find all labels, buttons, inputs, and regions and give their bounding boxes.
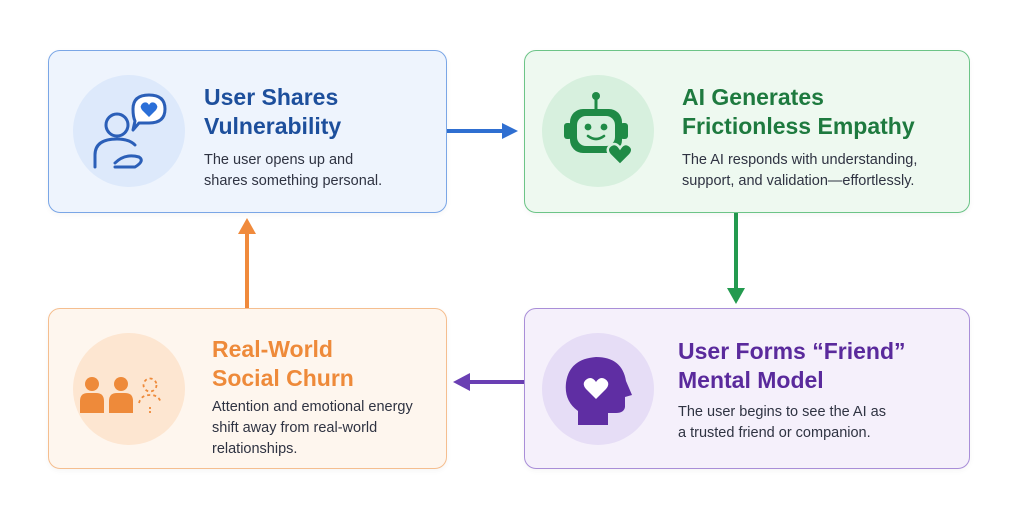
arrow-step2-to-step3 (727, 213, 745, 304)
step-title-line: User Forms “Friend” (678, 338, 906, 364)
step-title-line: Vulnerability (204, 113, 342, 139)
arrow-step4-to-step1 (238, 218, 256, 308)
step-description-line: The user begins to see the AI as (678, 404, 886, 420)
step-title: User Forms “Friend” Mental Model (678, 337, 906, 395)
people-fading-icon (80, 377, 162, 414)
step-description-line: The user opens up and (204, 152, 354, 168)
step-description: The AI responds with understanding, supp… (682, 150, 917, 192)
step-description: The user opens up and shares something p… (204, 150, 382, 192)
robot-heart-icon (564, 92, 634, 167)
icon-badge (542, 75, 654, 187)
head-heart-icon (565, 357, 632, 425)
step-description-line: shift away from real-world (212, 420, 378, 436)
step-title-line: Real-World (212, 336, 333, 362)
step-description-line: a trusted friend or companion. (678, 425, 871, 441)
step-title-line: Mental Model (678, 367, 824, 393)
step-description-line: shares something personal. (204, 173, 383, 189)
step-card-user-forms-friend-model: User Forms “Friend” Mental Model The use… (524, 308, 970, 469)
step-description: Attention and emotional energy shift awa… (212, 397, 413, 460)
arrow-step3-to-step4 (453, 373, 524, 391)
step-title-line: User Shares (204, 84, 339, 110)
step-title-line: Social Churn (212, 365, 354, 391)
step-card-user-shares-vulnerability: User Shares Vulnerability The user opens… (48, 50, 447, 213)
icon-badge (542, 333, 654, 445)
step-description-line: Attention and emotional energy (212, 399, 413, 415)
person-speech-heart-icon (93, 93, 167, 169)
arrow-step1-to-step2 (447, 123, 518, 139)
step-title-line: Frictionless Empathy (682, 113, 915, 139)
step-card-real-world-social-churn: Real-World Social Churn Attention and em… (48, 308, 447, 469)
icon-badge (73, 75, 185, 187)
step-description: The user begins to see the AI as a trust… (678, 402, 886, 444)
step-description-line: relationships. (212, 441, 298, 457)
step-title-line: AI Generates (682, 84, 824, 110)
step-description-line: support, and validation—effortlessly. (682, 173, 915, 189)
step-title: User Shares Vulnerability (204, 83, 341, 141)
step-description-line: The AI responds with understanding, (682, 152, 918, 168)
step-card-ai-generates-empathy: AI Generates Frictionless Empathy The AI… (524, 50, 970, 213)
step-title: Real-World Social Churn (212, 335, 354, 393)
icon-badge (73, 333, 185, 445)
step-title: AI Generates Frictionless Empathy (682, 83, 915, 141)
